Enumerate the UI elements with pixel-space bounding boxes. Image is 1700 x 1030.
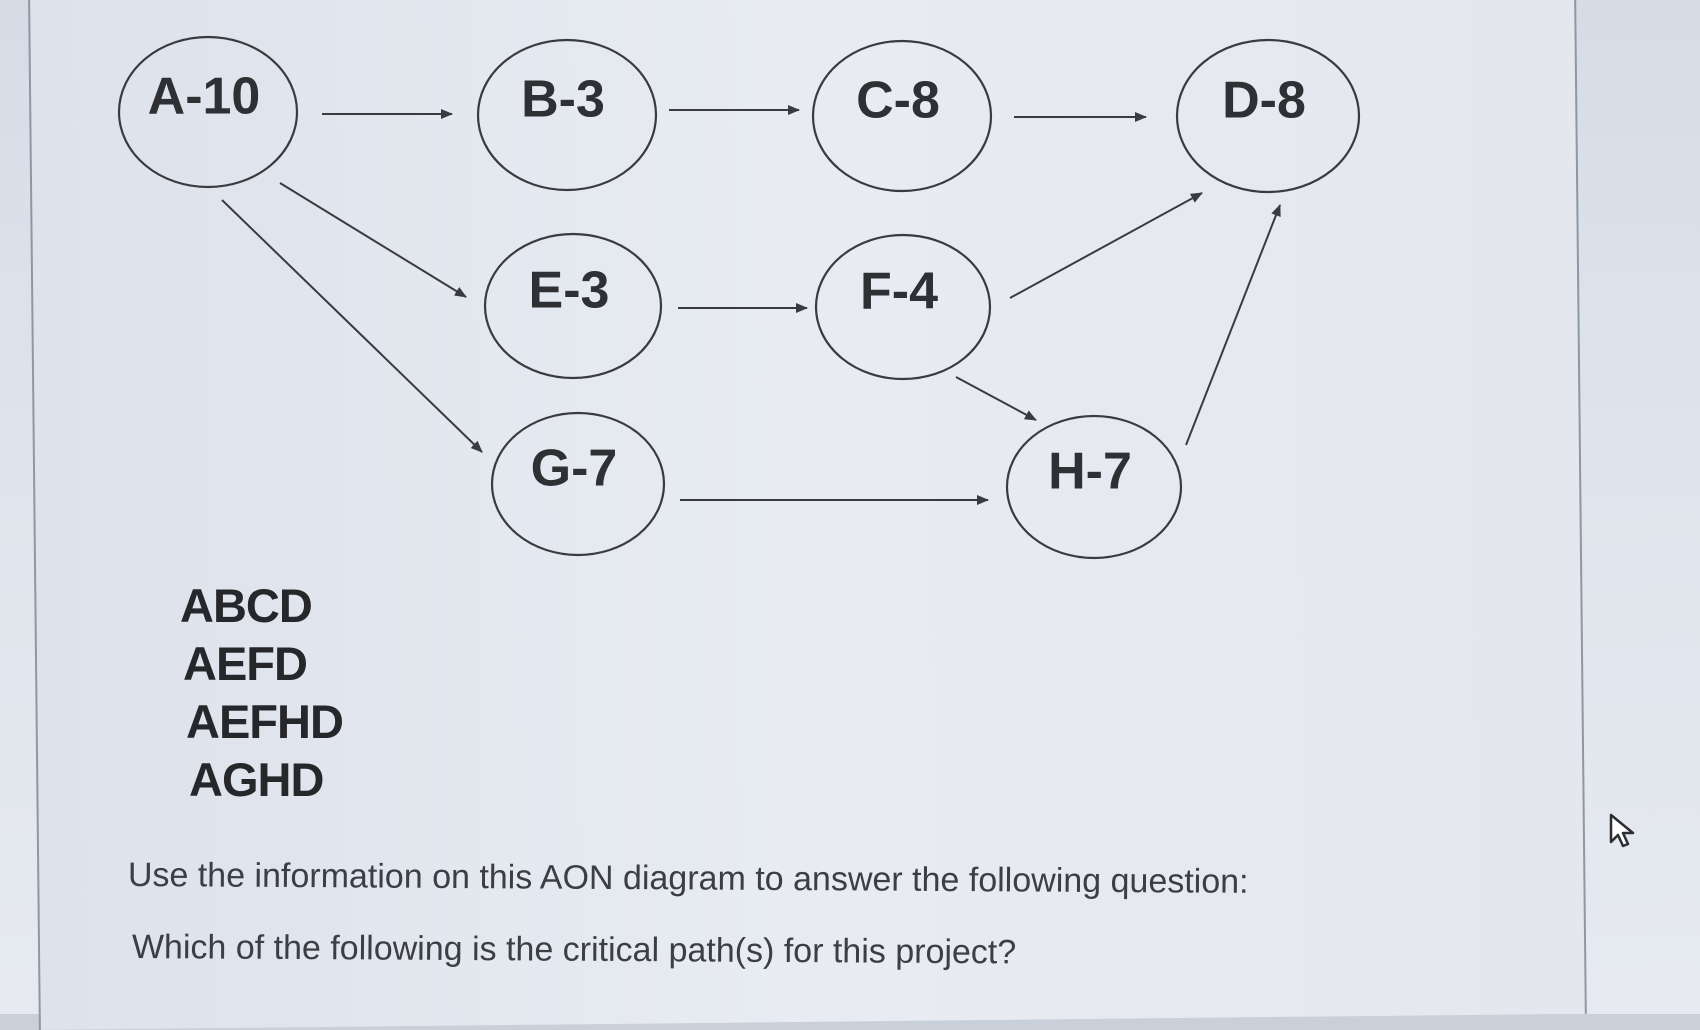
- node-h: H-7: [1005, 414, 1183, 560]
- question-prompt: Which of the following is the critical p…: [131, 928, 1017, 972]
- node-d: D-8: [1175, 38, 1361, 194]
- node-f-ellipse: [814, 233, 992, 381]
- node-e: E-3: [483, 232, 663, 380]
- node-h-label: H-7: [1048, 443, 1132, 501]
- edge-a-g: [221, 199, 483, 453]
- node-e-ellipse: [483, 232, 663, 380]
- node-b-ellipse: [476, 38, 658, 192]
- node-d-label: D-8: [1222, 72, 1306, 130]
- option-aefhd[interactable]: AEFHD: [186, 695, 344, 748]
- node-c-ellipse: [811, 39, 993, 193]
- node-c-label: C-8: [856, 72, 940, 130]
- node-g: G-7: [490, 411, 666, 557]
- node-g-ellipse: [490, 411, 666, 557]
- edge-f-h: [955, 376, 1037, 421]
- node-f: F-4: [814, 233, 992, 381]
- edge-a-e: [279, 182, 467, 298]
- node-b-label: B-3: [521, 71, 605, 129]
- option-aefd[interactable]: AEFD: [183, 637, 308, 690]
- option-abcd[interactable]: ABCD: [180, 579, 313, 632]
- node-b: B-3: [476, 38, 658, 192]
- node-h-ellipse: [1005, 414, 1183, 560]
- option-aghd[interactable]: AGHD: [189, 753, 324, 806]
- node-c: C-8: [811, 39, 993, 193]
- node-f-label: F-4: [860, 263, 938, 321]
- node-a-label: A-10: [148, 68, 261, 126]
- nodes-layer: A-10 B-3 C-8 D-8E-3 F-4G-7 H-7: [117, 35, 1361, 560]
- node-d-ellipse: [1175, 38, 1361, 194]
- question-instruction: Use the information on this AON diagram …: [127, 856, 1249, 901]
- edge-f-d: [1009, 192, 1203, 299]
- node-a: A-10: [117, 35, 299, 189]
- edge-h-d: [1185, 204, 1281, 446]
- edges-layer: [221, 105, 1281, 505]
- node-a-ellipse: [117, 35, 299, 189]
- node-g-label: G-7: [531, 440, 618, 498]
- node-e-label: E-3: [529, 262, 610, 320]
- mouse-pointer-icon: [1609, 813, 1635, 848]
